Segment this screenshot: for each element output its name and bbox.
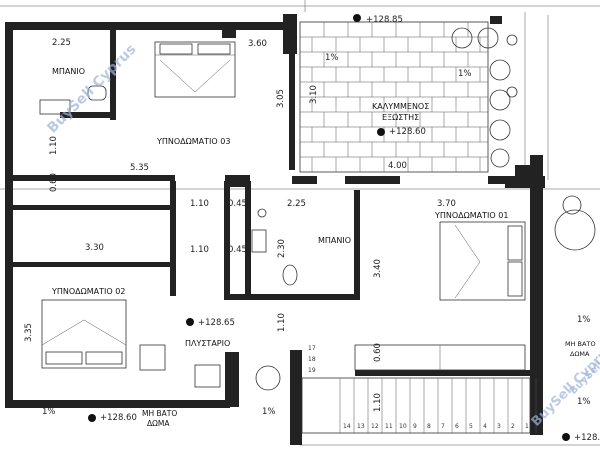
room-label-roof-left-1: ΜΗ ΒΑΤΟ (142, 409, 177, 418)
room-label-bed-03: ΥΠΝΟΔΩΜΑΤΙΟ 03 (156, 137, 230, 146)
level-roof-right: +128.60 (574, 433, 600, 443)
stair-step-number: 4 (483, 423, 487, 430)
dim-3-05: 3.05 (276, 89, 286, 108)
room-label-roof-right-1: ΜΗ ΒΑΤΟ (565, 340, 596, 348)
dim-0-60-mid: 0.60 (373, 343, 383, 362)
dim-1-10-left: 1.10 (49, 136, 59, 155)
dim-2-25-top: 2.25 (52, 38, 71, 48)
room-label-terrace-1: ΚΑΛΥΜΜΕΝΟΣ (372, 102, 429, 111)
slope-4: 1% (262, 407, 276, 417)
watermark-1: BuySell Cyprus (44, 41, 139, 136)
dim-3-60: 3.60 (248, 39, 267, 49)
dim-4-00: 4.00 (388, 161, 407, 171)
bed-02 (41, 299, 166, 371)
stair-step-number: 14 (343, 423, 351, 430)
room-label-terrace-2: ΕΞΩΣΤΗΣ (382, 113, 419, 122)
room-label-bath-mid: ΜΠΑΝΙΟ (318, 236, 351, 245)
stair-step-number: 10 (399, 423, 407, 430)
walls (5, 14, 545, 445)
slope-6: 1% (577, 397, 591, 407)
dim-0-60-left: 0.60 (49, 173, 59, 192)
dim-5-35: 5.35 (130, 163, 149, 173)
slope-1: 1% (325, 53, 339, 63)
stair-step-number: 13 (357, 423, 365, 430)
plants (255, 27, 596, 391)
dim-3-40: 3.40 (373, 259, 383, 278)
staircase: 14 13 12 11 10 9 8 7 6 5 4 3 2 1 17 18 19 (301, 345, 537, 434)
stair-step-number: 1 (525, 423, 529, 430)
stair-step-number: 9 (413, 423, 417, 430)
stair-step-number: 2 (511, 423, 515, 430)
dim-1-10-d: 1.10 (373, 393, 383, 412)
bathroom-fixtures (39, 85, 298, 286)
dim-3-10: 3.10 (309, 85, 319, 104)
stair-step-number: 11 (385, 423, 393, 430)
slope-5: 1% (577, 315, 591, 325)
stair-step-number: 19 (308, 367, 316, 374)
level-terrace: +128.60 (389, 127, 426, 137)
wardrobes (194, 344, 526, 388)
room-label-roof-left-2: ΔΩΜΑ (147, 419, 170, 428)
slope-3: 1% (42, 407, 56, 417)
dim-0-45-b: 0.45 (228, 245, 247, 255)
dim-3-70: 3.70 (437, 199, 456, 209)
terrace-tiles (299, 21, 489, 173)
dim-1-10-c: 1.10 (277, 313, 287, 332)
dim-1-10-b: 1.10 (190, 245, 209, 255)
level-landing: +128.65 (198, 318, 235, 328)
dim-3-30: 3.30 (85, 243, 104, 253)
room-label-roof-right-2: ΔΩΜΑ (570, 350, 590, 358)
room-label-bed-01: ΥΠΝΟΔΩΜΑΤΙΟ 01 (434, 211, 508, 220)
room-label-bed-02: ΥΠΝΟΔΩΜΑΤΙΟ 02 (51, 287, 125, 296)
stair-step-number: 12 (371, 423, 379, 430)
room-label-landing: ΠΛΥΣΤΑΡΙΟ (185, 339, 230, 348)
level-markers (88, 14, 570, 441)
stair-step-number: 5 (469, 423, 473, 430)
dim-1-10-a: 1.10 (190, 199, 209, 209)
slope-2: 1% (458, 69, 472, 79)
stair-step-number: 6 (455, 423, 459, 430)
dim-2-30: 2.30 (277, 239, 287, 258)
bed-03 (154, 41, 236, 98)
stair-step-number: 3 (497, 423, 501, 430)
dim-2-25-mid: 2.25 (287, 199, 306, 209)
stair-step-number: 18 (308, 356, 316, 363)
stair-step-number: 17 (308, 345, 316, 352)
bed-01 (439, 221, 526, 301)
dim-0-45-a: 0.45 (228, 199, 247, 209)
level-top: +128.85 (366, 15, 403, 25)
dim-3-35: 3.35 (24, 323, 34, 342)
room-label-bath-top: ΜΠΑΝΙΟ (52, 67, 85, 76)
stair-step-number: 7 (441, 423, 445, 430)
stair-step-number: 8 (427, 423, 431, 430)
level-roof-left: +128.60 (100, 413, 137, 423)
